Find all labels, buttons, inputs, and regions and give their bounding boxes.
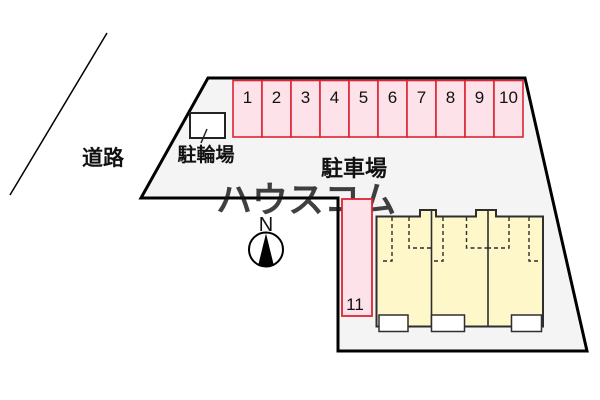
parking-space-number: 1 (243, 88, 252, 107)
parking-space-number: 11 (346, 295, 364, 314)
parking-space-number: 9 (475, 88, 484, 107)
parking-space-number: 8 (446, 88, 455, 107)
parking-space: 10 (493, 79, 524, 138)
building-dashed-entry (465, 217, 488, 249)
parking-space-number: 7 (417, 88, 426, 107)
parking-space-number: 2 (272, 88, 281, 107)
parking-space: 7 (406, 79, 437, 138)
building-dashed-entry (528, 217, 540, 262)
parking-space: 8 (435, 79, 466, 138)
bicycle-parking-pointer (200, 128, 208, 144)
parking-space-number: 4 (330, 88, 339, 107)
building-outline (375, 209, 544, 328)
parking-lot-label: 駐車場 (321, 156, 387, 181)
north-label: N (259, 214, 273, 236)
parking-space: 4 (319, 79, 350, 138)
north-compass: N (248, 214, 284, 268)
parking-space: 9 (464, 79, 495, 138)
parking-space: 2 (261, 79, 292, 138)
parking-space-11: 11 (341, 198, 373, 317)
building-porch (510, 314, 543, 333)
building-dashed-entry (408, 217, 432, 249)
parking-space-number: 5 (359, 88, 368, 107)
parking-space: 5 (348, 79, 379, 138)
compass-circle (248, 231, 284, 268)
building-dashed-entry (488, 217, 510, 249)
bicycle-parking-label: 駐輪場 (177, 143, 234, 166)
building-dashed-entry (434, 217, 444, 262)
parking-space: 6 (377, 79, 408, 138)
parking-space-number: 6 (388, 88, 397, 107)
parking-space: 1 (232, 79, 263, 138)
building-dashed-entry (381, 217, 393, 262)
bicycle-parking-box (189, 112, 226, 139)
north-arrow-icon (258, 233, 274, 266)
parking-space-row: 1 2 3 4 5 6 7 8 (232, 79, 524, 138)
parking-space-number: 3 (301, 88, 310, 107)
building-dashed-entries (381, 217, 540, 262)
road-line (9, 32, 108, 196)
building-porch (378, 314, 409, 333)
parking-space-number: 10 (499, 88, 518, 107)
building-porch (430, 314, 466, 333)
road-label: 道路 (82, 146, 125, 170)
parking-space: 3 (290, 79, 321, 138)
